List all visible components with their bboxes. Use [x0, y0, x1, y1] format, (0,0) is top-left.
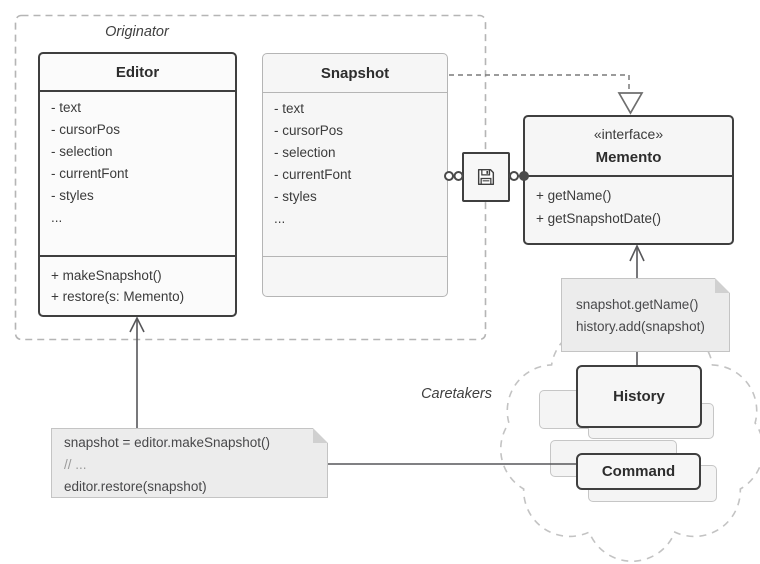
history-class-title: History [613, 388, 665, 405]
client-code-note: snapshot = editor.makeSnapshot() // ... … [51, 428, 328, 498]
snapshot-methods-section-empty [263, 256, 447, 295]
caretaker-note-line: snapshot.getName() [576, 297, 699, 312]
snapshot-attribute: - cursorPos [274, 123, 344, 138]
memento-interface-header: «interface» Memento [525, 117, 732, 177]
client-note-line: editor.restore(snapshot) [64, 479, 207, 494]
snapshot-realization-dashed-line [449, 74, 630, 93]
realization-triangle-icon [617, 92, 644, 115]
command-class-box: Command [576, 453, 701, 490]
editor-attribute: - selection [51, 144, 113, 159]
editor-class-title: Editor [40, 54, 235, 92]
memento-methods-section: + getName() + getSnapshotDate() [525, 177, 732, 230]
snapshot-class-title: Snapshot [263, 54, 447, 93]
editor-arrowhead-icon [129, 316, 145, 333]
editor-attribute: - cursorPos [51, 122, 121, 137]
editor-methods-section: + makeSnapshot() + restore(s: Memento) [40, 255, 235, 315]
editor-attribute: - currentFont [51, 166, 129, 181]
client-note-line: snapshot = editor.makeSnapshot() [64, 435, 271, 450]
editor-attributes-section: - text - cursorPos - selection - current… [40, 92, 235, 255]
memento-method: + getSnapshotDate() [536, 211, 661, 226]
floppy-disk-icon [477, 168, 495, 186]
command-class-title: Command [601, 463, 676, 480]
snapshot-attribute: - selection [274, 145, 336, 160]
memento-stereotype: «interface» [593, 126, 664, 142]
caretaker-note-line: history.add(snapshot) [576, 319, 705, 334]
editor-method: + makeSnapshot() [51, 268, 162, 283]
snapshot-attributes-section: - text - cursorPos - selection - current… [263, 93, 447, 256]
editor-method: + restore(s: Memento) [51, 289, 185, 304]
originator-label: Originator [105, 24, 169, 40]
socket-circle-icon [509, 171, 519, 181]
editor-attribute: - styles [51, 188, 94, 203]
history-class-box: History [576, 365, 702, 428]
snapshot-attribute-ellipsis: ... [274, 211, 286, 226]
memento-method: + getName() [536, 188, 612, 203]
editor-attribute-ellipsis: ... [51, 210, 63, 225]
memento-arrowhead-icon [629, 244, 645, 262]
caretakers-label: Caretakers [421, 386, 492, 402]
memento-interface-title: Memento [595, 149, 662, 166]
snapshot-attribute: - styles [274, 189, 317, 204]
snapshot-attribute: - currentFont [274, 167, 352, 182]
editor-class-box: Editor - text - cursorPos - selection - … [38, 52, 237, 317]
editor-attribute: - text [51, 100, 82, 115]
client-note-comment-line: // ... [64, 457, 87, 472]
snapshot-class-box: Snapshot - text - cursorPos - selection … [262, 53, 448, 297]
snapshot-attribute: - text [274, 101, 305, 116]
memento-interface-box: «interface» Memento + getName() + getSna… [523, 115, 734, 245]
memento-icon-box [462, 152, 510, 202]
caretaker-note: snapshot.getName() history.add(snapshot) [561, 278, 730, 352]
